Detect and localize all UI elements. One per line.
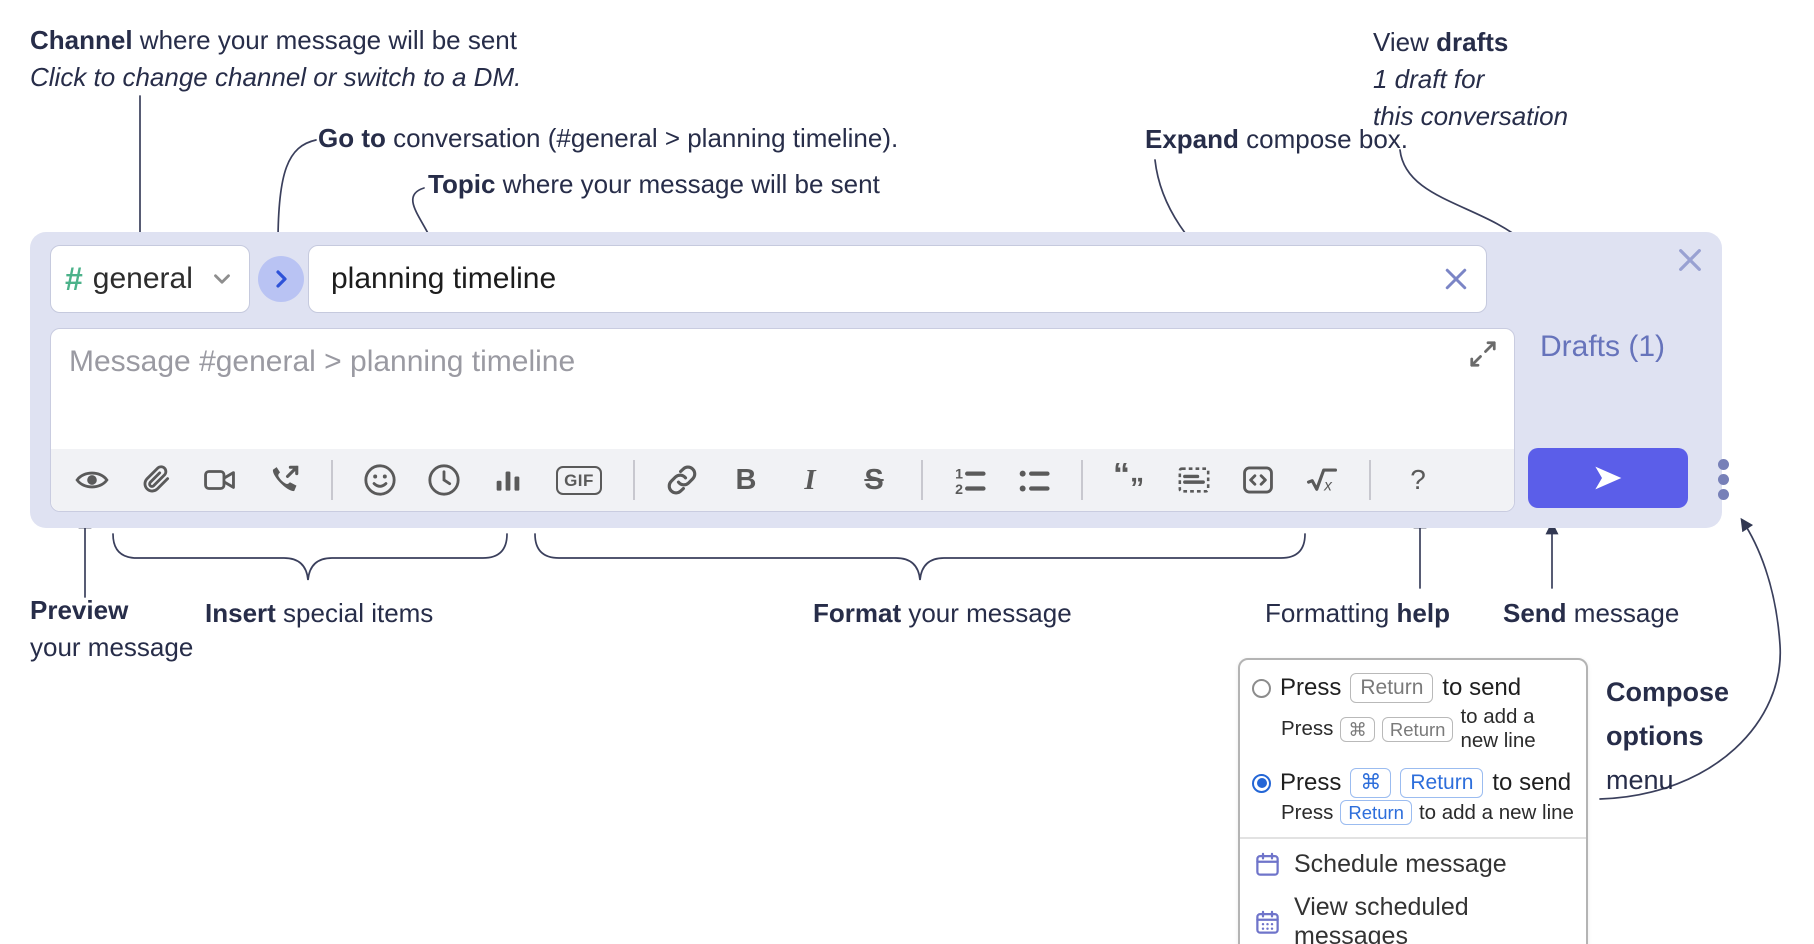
- code-icon[interactable]: [1239, 458, 1277, 502]
- send-note: Send message: [1503, 598, 1680, 628]
- view-drafts-note: View drafts 1 draft for this conversatio…: [1373, 27, 1569, 131]
- formatting-help-icon[interactable]: ?: [1410, 464, 1426, 495]
- math-icon[interactable]: x: [1303, 458, 1341, 502]
- compose-options-menu-button[interactable]: [1708, 454, 1738, 504]
- menu-item-view-scheduled-messages[interactable]: View scheduled messages: [1240, 886, 1586, 944]
- bulleted-list-icon[interactable]: [1015, 458, 1053, 502]
- format-brace: [534, 533, 1306, 581]
- svg-text:1: 1: [955, 467, 963, 483]
- insert-brace: [112, 533, 508, 581]
- calendar-icon: [1254, 851, 1281, 878]
- compose-options-menu: Press Return to send Press ⌘ Return to a…: [1238, 658, 1588, 944]
- channel-name: general: [92, 262, 193, 295]
- spoiler-icon[interactable]: [1175, 458, 1213, 502]
- expand-compose-icon[interactable]: [1468, 339, 1500, 371]
- video-call-icon[interactable]: [201, 458, 239, 502]
- close-compose-icon[interactable]: [1674, 244, 1706, 276]
- return-key: Return: [1381, 716, 1454, 742]
- topic-input[interactable]: [308, 245, 1487, 313]
- toolbar-divider: [331, 460, 333, 500]
- chevron-right-icon: [276, 270, 287, 288]
- toolbar-divider: [921, 460, 923, 500]
- topic-note: Topic where your message will be sent: [428, 169, 880, 199]
- formatting-help-note: Formatting help: [1265, 598, 1450, 628]
- cmd-key: ⌘: [1340, 716, 1375, 742]
- link-icon[interactable]: [663, 458, 701, 502]
- send-button[interactable]: [1528, 448, 1688, 508]
- goto-pointer-arrow: [271, 139, 317, 246]
- clear-topic-icon[interactable]: [1441, 264, 1471, 294]
- channel-note: Channel where your message will be sent …: [30, 25, 522, 92]
- toolbar-divider: [1369, 460, 1371, 500]
- cmd-key: ⌘: [1350, 768, 1392, 798]
- channel-selector[interactable]: # general: [50, 245, 250, 313]
- strikethrough-icon[interactable]: S: [864, 463, 884, 496]
- calendar-grid-icon: [1254, 909, 1281, 936]
- menu-item-schedule-message[interactable]: Schedule message: [1240, 843, 1586, 886]
- radio-selected-icon[interactable]: [1252, 773, 1271, 793]
- svg-text:2: 2: [955, 482, 963, 497]
- return-key: Return: [1400, 768, 1484, 798]
- channel-hash-icon: #: [65, 260, 83, 297]
- radio-unselected-icon[interactable]: [1252, 678, 1271, 698]
- drafts-link[interactable]: Drafts (1): [1540, 330, 1666, 363]
- send-option-cmd-return[interactable]: Press ⌘ Return to send: [1240, 761, 1586, 800]
- audio-call-icon[interactable]: [265, 458, 303, 502]
- return-key: Return: [1340, 800, 1412, 825]
- time-icon[interactable]: [425, 458, 463, 502]
- toolbar-divider: [633, 460, 635, 500]
- numbered-list-icon[interactable]: 1 2: [951, 458, 989, 502]
- gif-icon[interactable]: GIF: [553, 458, 605, 502]
- send-option-return-hint: Press ⌘ Return to add a new line: [1281, 705, 1536, 752]
- italic-icon[interactable]: I: [804, 463, 816, 496]
- bold-icon[interactable]: B: [735, 463, 757, 496]
- chevron-down-icon: [209, 266, 235, 292]
- send-plane-icon: [1595, 466, 1622, 490]
- return-key: Return: [1350, 673, 1434, 703]
- send-option-return[interactable]: Press Return to send: [1240, 666, 1586, 705]
- format-note: Format your message: [813, 598, 1072, 628]
- insert-note: Insert special items: [205, 598, 434, 628]
- message-area: GIF B I S 1 2: [50, 328, 1515, 512]
- quote-icon[interactable]: “ „: [1111, 458, 1149, 502]
- svg-text:“: “: [1113, 463, 1130, 494]
- send-option-cmd-return-hint: Press Return to add a new line: [1281, 800, 1574, 825]
- preview-icon[interactable]: [73, 458, 111, 502]
- expand-note: Expand compose box.: [1145, 124, 1409, 154]
- emoji-icon[interactable]: [361, 458, 399, 502]
- compose-toolbar: GIF B I S 1 2: [51, 449, 1514, 511]
- go-to-conversation-button[interactable]: [258, 256, 304, 302]
- compose-options-note: Compose options menu: [1606, 677, 1730, 795]
- toolbar-divider: [1081, 460, 1083, 500]
- preview-note: Preview your message: [30, 595, 194, 662]
- svg-text:x: x: [1323, 478, 1333, 495]
- topic-field-wrap: [308, 245, 1487, 313]
- menu-divider: [1240, 837, 1586, 839]
- goto-note: Go to conversation (#general > planning …: [318, 123, 899, 153]
- svg-text:„: „: [1130, 463, 1144, 488]
- attach-file-icon[interactable]: [137, 458, 175, 502]
- poll-icon[interactable]: [489, 458, 527, 502]
- message-input[interactable]: [51, 329, 1514, 449]
- compose-box: # general: [30, 232, 1729, 528]
